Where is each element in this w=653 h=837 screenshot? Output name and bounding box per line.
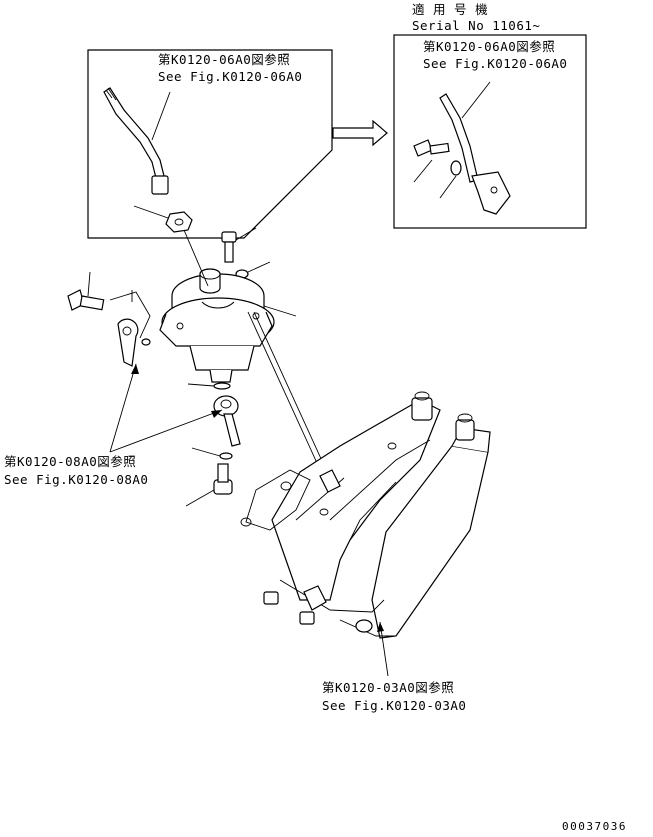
mid-callout-en: See Fig.K0120-08A0 (4, 472, 148, 487)
right-box-callout-jp: 第K0120-06A0図参照 (423, 39, 555, 54)
frame-assembly (240, 391, 491, 639)
washer-top (235, 261, 271, 279)
bolt-left (67, 271, 105, 311)
serial-note-en: Serial No 11061~ (412, 18, 540, 33)
right-box-callout-en: See Fig.K0120-06A0 (423, 56, 567, 71)
actuator-unit (159, 229, 297, 383)
bottom-callout-jp: 第K0120-03A0図参照 (322, 680, 454, 695)
seal-ring (187, 382, 231, 390)
ball-joint-lower (213, 395, 241, 447)
right-inset-box: 第K0120-06A0図参照 See Fig.K0120-06A0 (393, 34, 587, 229)
washer-lower (191, 447, 233, 460)
bolt-lower (185, 463, 233, 507)
mid-callout-jp: 第K0120-08A0図参照 (4, 454, 136, 469)
drawing-number: 00037036 (562, 820, 627, 833)
left-inset-box: 第K0120-06A0図参照 See Fig.K0120-06A0 (87, 49, 333, 239)
serial-note-jp: 適 用 号 機 (412, 2, 488, 17)
left-box-callout-jp: 第K0120-06A0図参照 (158, 52, 290, 67)
callout-arrow-bottom (377, 621, 389, 677)
bottom-callout-en: See Fig.K0120-03A0 (322, 698, 466, 713)
change-arrow (332, 119, 388, 147)
nut (133, 205, 193, 233)
bolt-top (221, 227, 257, 263)
left-box-callout-en: See Fig.K0120-06A0 (158, 69, 302, 84)
connecting-rod (247, 311, 329, 475)
ball-joint-bracket (109, 290, 151, 367)
callout-arrows-mid (109, 363, 223, 453)
